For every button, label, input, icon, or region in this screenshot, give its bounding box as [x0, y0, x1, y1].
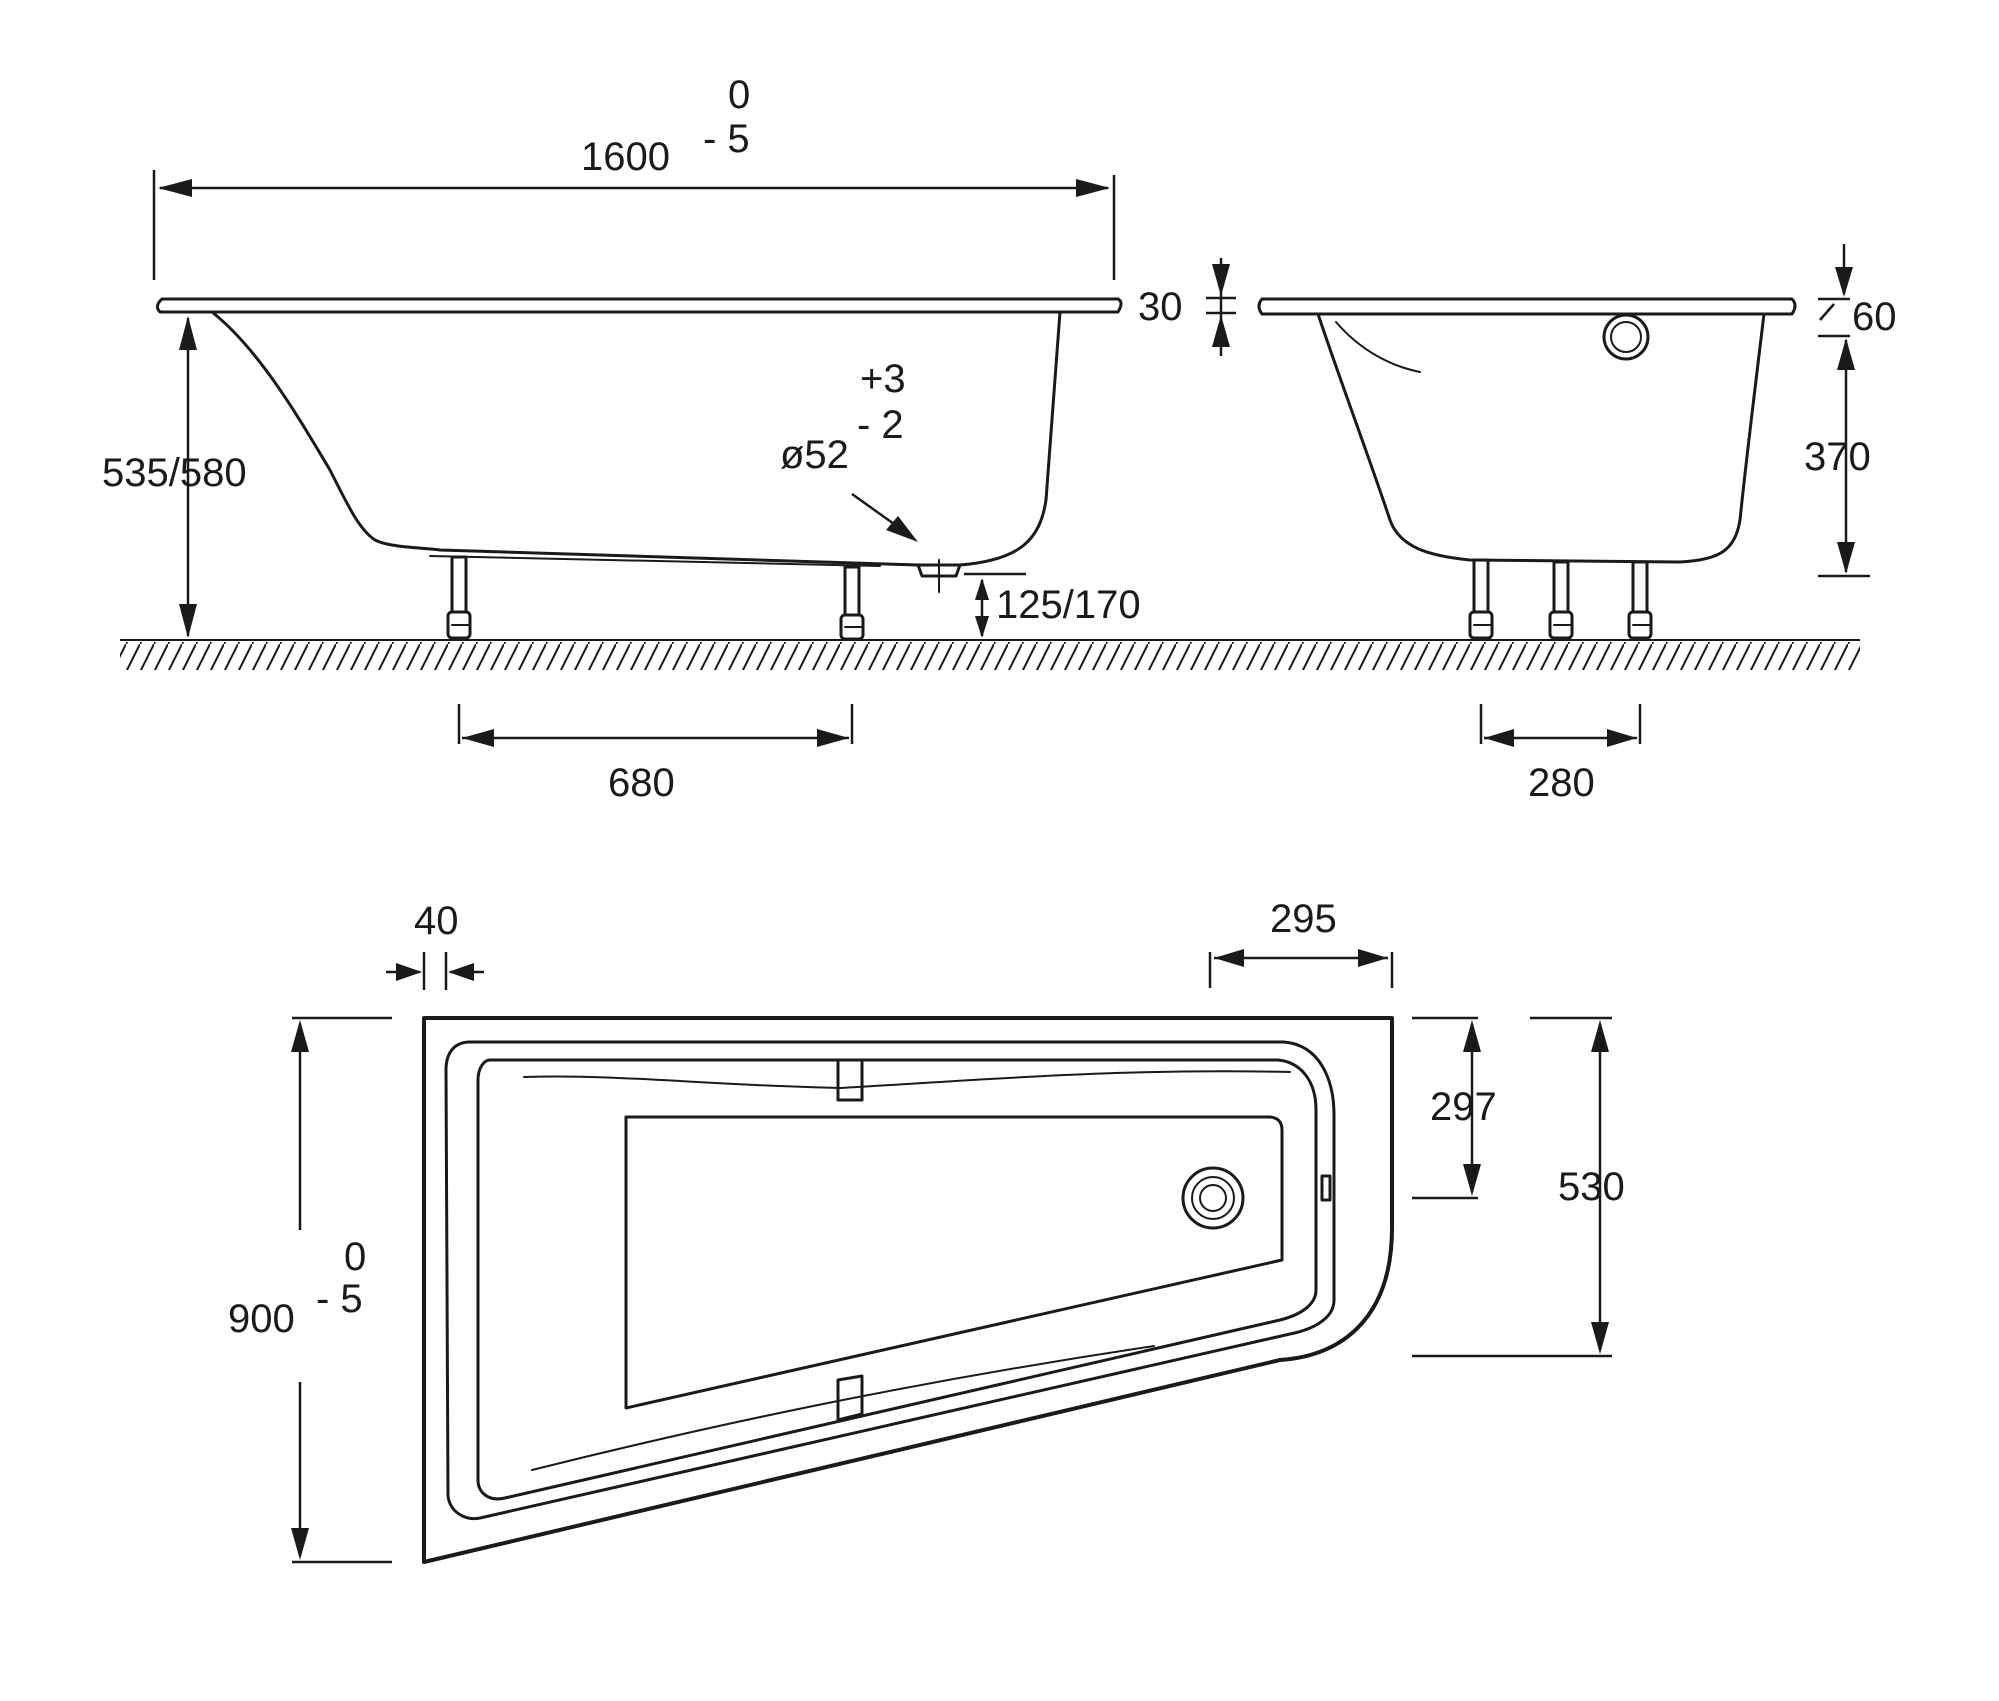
top-inner-rim: [444, 1040, 1336, 1521]
end-tub-shell: [1316, 312, 1766, 564]
end-depth-label: 370: [1804, 435, 1871, 479]
top-overflow-tab: [1320, 1174, 1332, 1202]
top-basin-outline: [476, 1058, 1318, 1501]
overflow-outer-icon: [1602, 313, 1650, 361]
top-drain-outer-icon: [1181, 1166, 1245, 1230]
side-tub-bottom: [429, 555, 881, 567]
end-tub-rim: [1257, 297, 1797, 316]
drain-diameter-label: ø52: [780, 433, 849, 477]
side-length-tol-upper: 0: [728, 73, 750, 117]
top-view: 40 295 900 0 - 5 297 530: [228, 897, 1625, 1564]
top-contour-upper: [523, 1070, 1291, 1090]
overflow-inner-icon: [1610, 321, 1642, 353]
top-contour-lower: [531, 1345, 1155, 1471]
side-tub-shell: [210, 310, 1062, 567]
top-width-tol-upper: 0: [344, 1235, 366, 1279]
top-width-tol-lower: - 5: [316, 1277, 363, 1321]
top-width-label: 900: [228, 1297, 295, 1341]
top-narrow-end-width-label: 295: [1270, 897, 1337, 941]
top-narrow-end-depth-label: 530: [1558, 1165, 1625, 1209]
end-rim-height-label: 60: [1852, 295, 1897, 339]
rim-thickness-label: 30: [1138, 285, 1183, 329]
side-tub-rim: [155, 297, 1123, 314]
side-leg-right: [839, 565, 865, 641]
side-length-label: 1600: [581, 135, 670, 179]
top-drain-inner-icon: [1199, 1184, 1227, 1212]
top-drain-mid-icon: [1191, 1176, 1235, 1220]
side-leg-spacing-label: 680: [608, 761, 675, 805]
top-outer-outline: [422, 1016, 1394, 1564]
end-tub-contour: [1335, 321, 1421, 373]
top-handle-upper: [836, 1058, 864, 1102]
side-leg-left: [446, 555, 472, 640]
end-view: 60 370 280: [1257, 244, 1897, 805]
drain-height-label: 125/170: [996, 583, 1141, 627]
side-length-tol-lower: - 5: [703, 117, 750, 161]
top-bottom-panel: [624, 1115, 1284, 1410]
end-leg-1: [1468, 558, 1494, 640]
side-height-label: 535/580: [102, 451, 247, 495]
side-ground-hatch: [120, 642, 1860, 670]
top-handle-lower: [836, 1374, 864, 1422]
drain-tol-upper: +3: [860, 357, 906, 401]
side-view: 1600 0 - 5 535/580 30 +3 - 2 ø52 125/170: [102, 73, 1860, 805]
top-drain-offset-label: 297: [1430, 1085, 1497, 1129]
end-leg-3: [1627, 560, 1653, 640]
end-leg-2: [1548, 560, 1574, 640]
top-rim-offset-label: 40: [414, 899, 459, 943]
end-leg-spacing-label: 280: [1528, 761, 1595, 805]
drain-tol-lower: - 2: [857, 403, 904, 447]
